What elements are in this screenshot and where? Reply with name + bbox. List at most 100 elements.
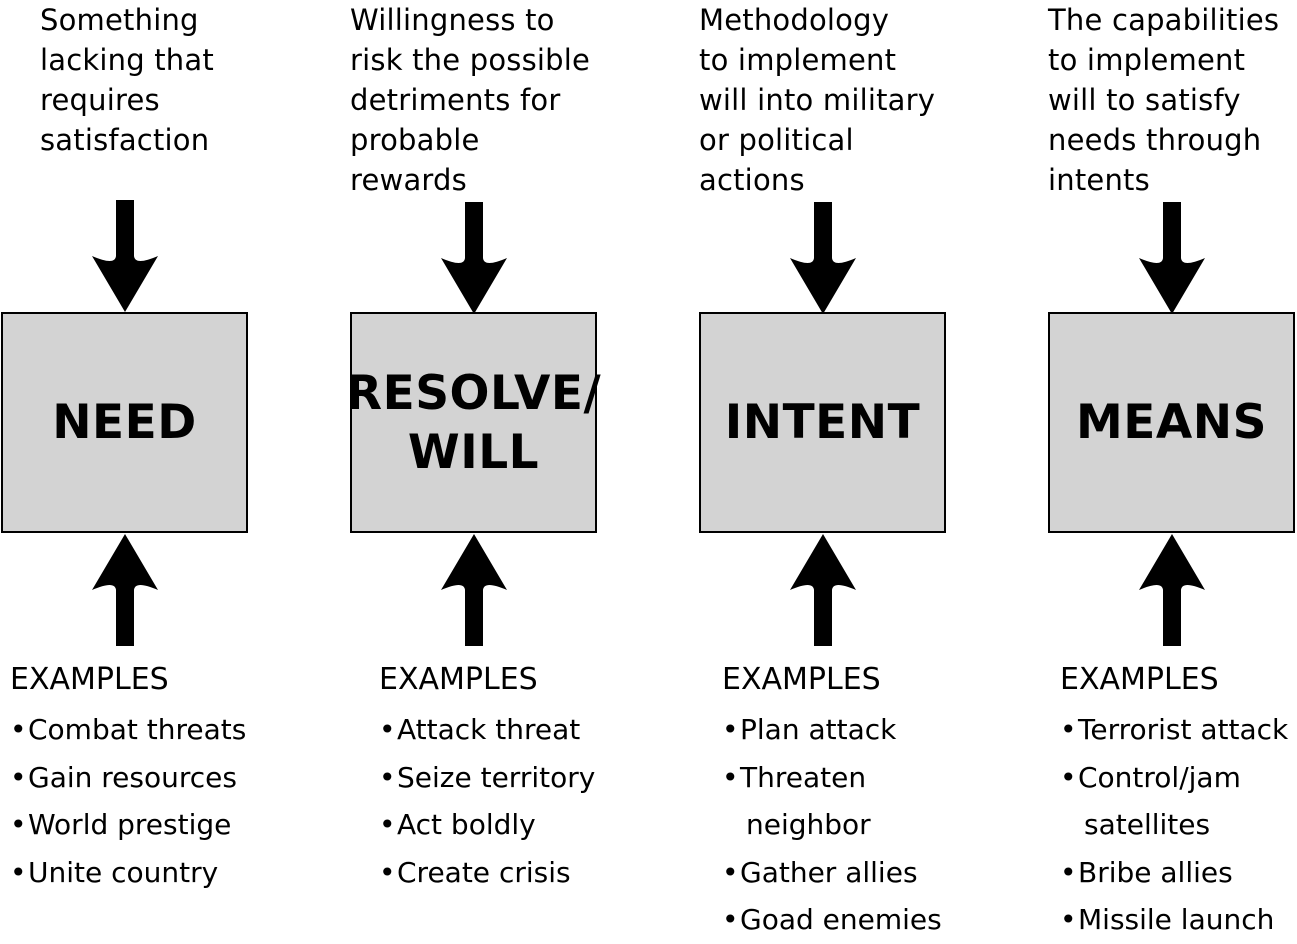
bullet-icon: •: [379, 808, 396, 841]
arrow-up-shape: [441, 534, 507, 646]
description-line: satisfaction: [40, 123, 210, 157]
bullet-icon: •: [722, 760, 739, 794]
bullet-icon: •: [379, 713, 396, 746]
arrow-up-shape: [92, 534, 158, 646]
example-text: Act boldly: [397, 808, 536, 841]
list-item: •Missile launch: [1060, 896, 1288, 944]
example-text: Attack threat: [397, 713, 581, 746]
box-label: RESOLVE/: [345, 365, 602, 421]
example-text: Threaten: [740, 760, 867, 794]
box-label: WILL: [407, 424, 540, 480]
example-text-continued: satellites: [1084, 808, 1211, 841]
description-line: lacking that: [40, 43, 214, 77]
description-line: detriments for: [350, 83, 561, 117]
examples-list: •Combat threats•Gain resources•World pre…: [10, 706, 246, 896]
list-item: •Terrorist attack: [1060, 706, 1288, 754]
arrow-up-shape: [1139, 534, 1205, 646]
box-label: MEANS: [1076, 395, 1267, 450]
arrow-up-icon: [790, 534, 856, 646]
arrow-up-icon: [1139, 534, 1205, 646]
arrow-down-shape: [790, 202, 856, 314]
example-text: Bribe allies: [1078, 855, 1233, 889]
examples-need: EXAMPLES•Combat threats•Gain resources•W…: [10, 658, 246, 896]
bullet-icon: •: [10, 808, 27, 841]
examples-heading: EXAMPLES: [379, 662, 538, 697]
list-item: •Unite country: [10, 849, 246, 897]
description-line: to implement: [699, 43, 897, 77]
list-item: •Seize territory: [379, 754, 595, 802]
examples-resolve-will: EXAMPLES•Attack threat•Seize territory•A…: [379, 658, 595, 896]
description-line: Something: [40, 3, 199, 37]
example-text: Terrorist attack: [1078, 713, 1289, 746]
bullet-icon: •: [722, 713, 739, 746]
examples-list: •Attack threat•Seize territory•Act boldl…: [379, 706, 595, 896]
arrow-up-shape: [790, 534, 856, 646]
description-line: needs through: [1048, 123, 1262, 157]
bullet-icon: •: [379, 760, 396, 794]
description-line: Willingness to: [350, 3, 555, 37]
list-item: •Bribe allies: [1060, 849, 1288, 897]
bullet-icon: •: [722, 903, 739, 936]
arrow-down-shape: [1139, 202, 1205, 314]
arrow-down-shape: [92, 200, 158, 312]
list-item: •Threaten neighbor: [722, 754, 942, 849]
bullet-icon: •: [10, 760, 27, 794]
bullet-icon: •: [1060, 903, 1077, 936]
arrow-down-icon: [441, 202, 507, 314]
bullet-icon: •: [1060, 760, 1077, 794]
example-text: Goad enemies: [740, 903, 942, 936]
bullet-icon: •: [1060, 855, 1077, 889]
example-text: Missile launch: [1078, 903, 1275, 936]
box-resolve-will: RESOLVE/WILL: [346, 312, 601, 533]
description-line: intents: [1048, 163, 1150, 197]
example-text: Combat threats: [28, 713, 247, 746]
bullet-icon: •: [722, 855, 739, 889]
arrow-down-shape: [441, 202, 507, 314]
example-text: Seize territory: [397, 760, 596, 794]
list-item: •Combat threats: [10, 706, 246, 754]
box-intent: INTENT: [699, 312, 946, 533]
description-line: risk the possible: [350, 43, 591, 77]
description-line: Methodology: [699, 3, 890, 37]
box-label: NEED: [52, 395, 197, 450]
description-line: The capabilities: [1048, 3, 1280, 37]
examples-heading: EXAMPLES: [722, 662, 881, 697]
description-line: actions: [699, 163, 805, 197]
examples-heading: EXAMPLES: [1060, 662, 1219, 697]
description-line: probable: [350, 123, 480, 157]
list-item: •Goad enemies: [722, 896, 942, 944]
bullet-icon: •: [1060, 713, 1077, 746]
list-item: •Gain resources: [10, 754, 246, 802]
arrow-up-icon: [92, 534, 158, 646]
bullet-icon: •: [10, 713, 27, 746]
description-line: to implement: [1048, 43, 1246, 77]
example-text: Gain resources: [28, 760, 237, 794]
description-line: rewards: [350, 163, 467, 197]
example-text: Control/jam: [1078, 760, 1241, 794]
example-text: World prestige: [28, 808, 232, 841]
bullet-icon: •: [379, 855, 396, 889]
example-text: Gather allies: [740, 855, 918, 889]
list-item: •Control/jam satellites: [1060, 754, 1288, 849]
arrow-up-icon: [441, 534, 507, 646]
list-item: •Attack threat: [379, 706, 595, 754]
description-line: will into military: [699, 83, 936, 117]
bullet-icon: •: [10, 855, 27, 889]
box-need: NEED: [1, 312, 248, 533]
examples-heading: EXAMPLES: [10, 662, 169, 697]
list-item: •Plan attack: [722, 706, 942, 754]
description-line: or political: [699, 123, 854, 157]
box-label: INTENT: [724, 395, 921, 450]
description-intent: Methodology to implement will into militar…: [699, 0, 935, 200]
box-means: MEANS: [1048, 312, 1295, 533]
example-text-continued: neighbor: [746, 808, 871, 841]
